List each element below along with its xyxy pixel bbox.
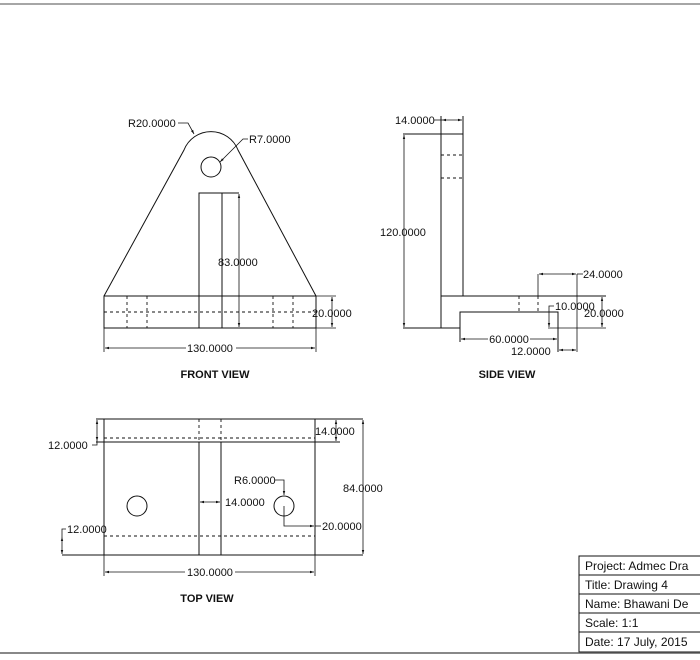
dim-14-top: 14.0000 <box>315 426 355 438</box>
dim-12-bottom: 12.0000 <box>67 524 107 536</box>
front-profile <box>103 131 317 297</box>
dim-10: 10.0000 <box>555 301 595 313</box>
dim-130: 130.0000 <box>187 343 233 355</box>
dim-r6: R6.0000 <box>234 475 276 487</box>
title-block-name: Name: Bhawani De <box>585 597 689 611</box>
title-block: Project: Admec Dra Title: Drawing 4 Name… <box>578 555 700 653</box>
dim-20-top: 20.0000 <box>322 521 362 533</box>
dim-120: 120.0000 <box>380 227 426 239</box>
side-view-label: SIDE VIEW <box>479 369 536 381</box>
top-view-label: TOP VIEW <box>180 593 234 605</box>
dim-83: 83.0000 <box>218 257 258 269</box>
dim-r7: R7.0000 <box>249 134 291 146</box>
top-left-hole <box>126 495 148 517</box>
front-view: 83.0000 20.0000 130.0000 R20.0000 R7.000… <box>103 118 352 381</box>
front-view-label: FRONT VIEW <box>180 369 250 381</box>
front-hole <box>200 156 222 178</box>
dim-60: 60.0000 <box>489 334 529 346</box>
dim-24: 24.0000 <box>583 269 623 281</box>
dim-12-top: 12.0000 <box>48 440 88 452</box>
dim-130-top: 130.0000 <box>187 567 233 579</box>
side-view: 14.0000 120.0000 60.0000 24.0000 10.0000… <box>380 115 624 381</box>
dim-20-side: 20.0000 <box>584 308 624 320</box>
dim-12: 12.0000 <box>511 346 551 358</box>
title-block-scale: Scale: 1:1 <box>585 616 639 630</box>
top-view: 12.0000 14.0000 84.0000 R6.0000 14.0000 … <box>48 418 383 605</box>
dim-84: 84.0000 <box>343 483 383 495</box>
title-block-date: Date: 17 July, 2015 <box>585 635 688 649</box>
title-block-title: Title: Drawing 4 <box>585 578 668 592</box>
dim-14-rib: 14.0000 <box>225 497 265 509</box>
title-block-project: Project: Admec Dra <box>585 559 689 573</box>
dim-r20: R20.0000 <box>128 118 176 130</box>
dim-20: 20.0000 <box>312 308 352 320</box>
dim-14: 14.0000 <box>395 115 435 127</box>
